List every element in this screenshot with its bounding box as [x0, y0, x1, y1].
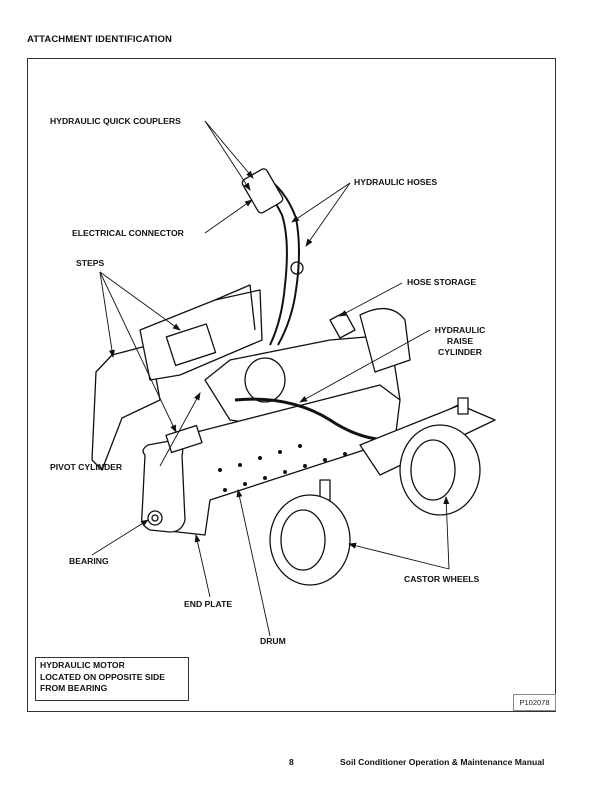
- label-hose-storage: HOSE STORAGE: [407, 277, 477, 287]
- label-steps: STEPS: [76, 258, 105, 268]
- leader-hose-storage: [339, 282, 403, 317]
- figure-frame: [27, 58, 556, 712]
- hose-line: [261, 174, 300, 346]
- castor-wheel-rear: [399, 424, 481, 516]
- hose-storage-bracket: [329, 311, 356, 339]
- leader-raise-cylinder: [299, 329, 431, 403]
- step-plate: [165, 424, 203, 454]
- mount-plate: [91, 344, 161, 471]
- leader-end-plate: [194, 534, 211, 598]
- label-pivot-cylinder: PIVOT CYLINDER: [50, 462, 123, 472]
- leader-quick-coupler-1: [204, 120, 254, 179]
- label-hydraulic-quick-couplers: HYDRAULIC QUICK COUPLERS: [50, 116, 181, 126]
- pivot-ring: [244, 357, 286, 403]
- label-line: RAISE: [446, 336, 474, 346]
- hose-loop: [290, 261, 304, 275]
- note-box: HYDRAULIC MOTOR LOCATED ON OPPOSITE SIDE…: [35, 657, 189, 701]
- leader-lines: [91, 120, 450, 637]
- leader-electrical: [204, 199, 253, 234]
- leader-drum: [236, 489, 271, 637]
- castor-wheel-front: [269, 494, 351, 586]
- leader-quick-coupler-2: [204, 120, 251, 191]
- leader-bearing: [91, 519, 149, 556]
- label-end-plate: END PLATE: [184, 599, 233, 609]
- label-hydraulic-hoses: HYDRAULIC HOSES: [354, 177, 438, 187]
- drum-teeth: [218, 444, 347, 492]
- leader-castor-1: [348, 542, 450, 570]
- label-electrical-connector: ELECTRICAL CONNECTOR: [72, 228, 184, 238]
- bearing-hub: [147, 510, 163, 526]
- wheel-rim: [280, 509, 326, 571]
- leader-castor-2: [443, 496, 450, 570]
- leader-hose-2: [305, 182, 351, 247]
- machine-drawing: [91, 168, 496, 586]
- note-line: FROM BEARING: [40, 683, 108, 693]
- leader-hose-1: [291, 182, 351, 223]
- leader-steps-3: [99, 271, 177, 433]
- raise-cylinder-mount: [359, 308, 411, 373]
- step-plate: [165, 323, 217, 367]
- label-hydraulic-raise-cylinder: HYDRAULIC RAISE CYLINDER: [428, 325, 492, 358]
- label-line: HYDRAULIC: [434, 325, 486, 335]
- figure-id: P102078: [513, 694, 556, 711]
- note-line: HYDRAULIC MOTOR: [40, 660, 125, 670]
- manual-title: Soil Conditioner Operation & Maintenance…: [340, 757, 545, 767]
- label-drum: DRUM: [260, 636, 286, 646]
- label-castor-wheels: CASTOR WHEELS: [404, 574, 480, 584]
- label-bearing: BEARING: [69, 556, 109, 566]
- leader-steps-1: [99, 271, 115, 358]
- page-number: 8: [289, 757, 294, 767]
- castor-post: [457, 397, 469, 415]
- section-title: ATTACHMENT IDENTIFICATION: [27, 34, 172, 45]
- leader-pivot-cylinder: [159, 392, 201, 467]
- note-line: LOCATED ON OPPOSITE SIDE: [40, 671, 165, 682]
- wheel-rim: [410, 439, 456, 501]
- leader-steps-2: [99, 271, 181, 331]
- label-line: CYLINDER: [438, 347, 482, 357]
